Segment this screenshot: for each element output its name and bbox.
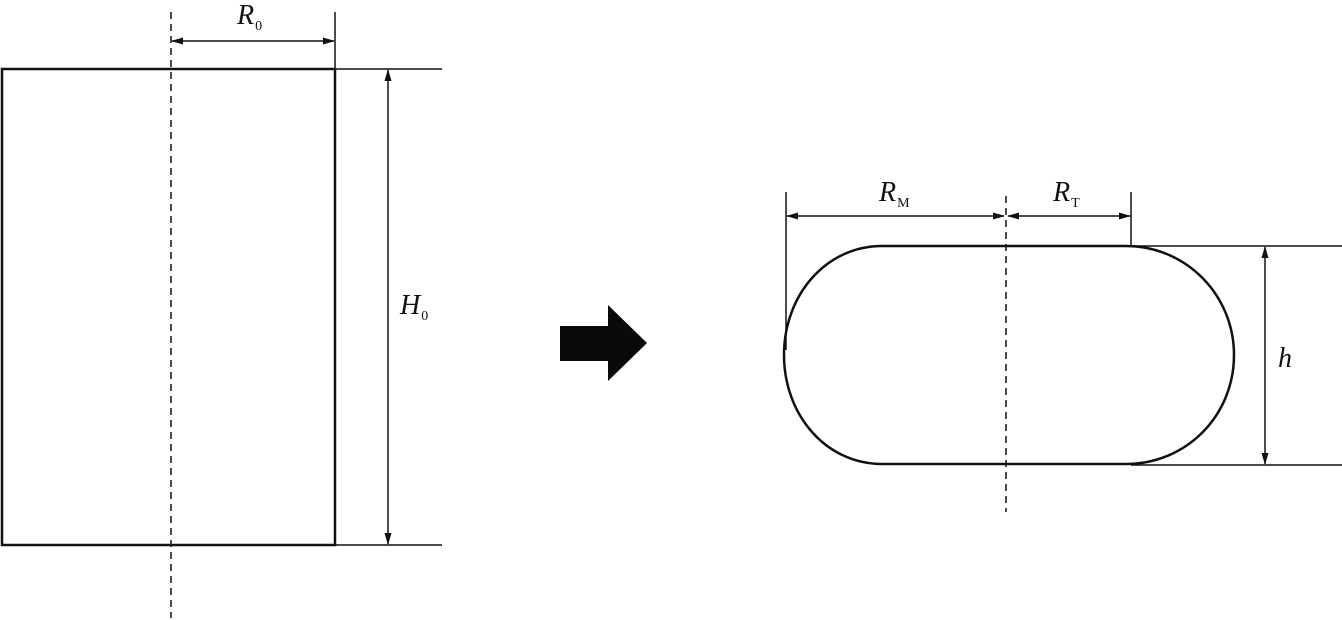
initial-cylinder-outline [0,67,337,547]
top-radius-label: RT [1052,177,1080,211]
initial-cylinder: R0 H0 [0,0,442,618]
deformed-barrel: RM RT h [782,177,1342,512]
barrel-height-label: h [1278,343,1292,374]
barrel-outline [782,244,1236,466]
initial-height-label: H0 [399,290,428,324]
initial-radius-label: R0 [236,0,262,34]
right-arrow-icon [560,305,647,381]
middle-radius-label: RM [878,177,910,211]
